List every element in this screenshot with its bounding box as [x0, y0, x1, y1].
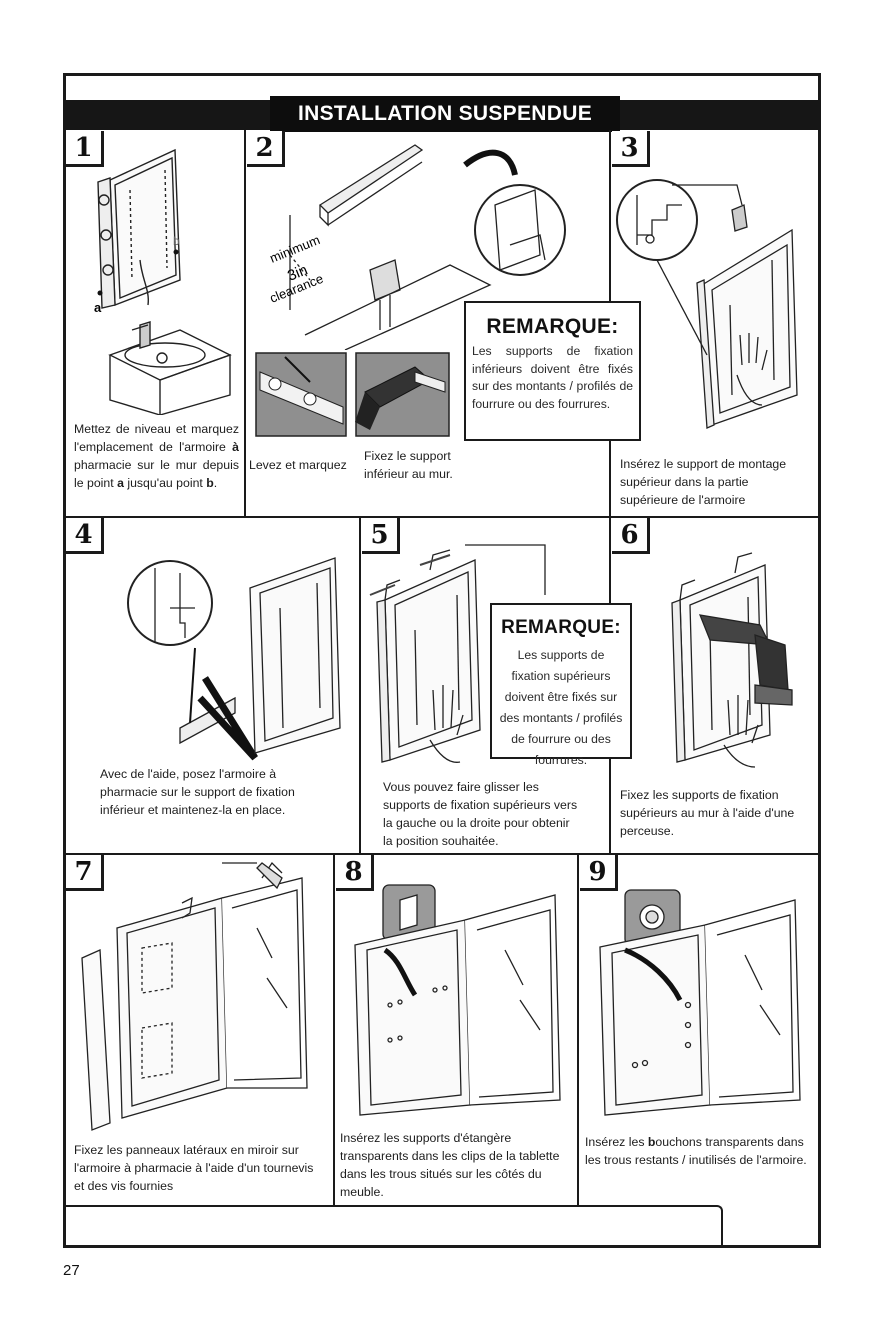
step3-caption: Insérez le support de montage supérieur …: [620, 457, 787, 507]
step-number-8: 8: [336, 855, 374, 891]
step-number-9: 9: [580, 855, 618, 891]
step9-caption-text: Insérez les bouchons transparents dans l…: [585, 1135, 807, 1167]
step5-illustration: [369, 544, 546, 763]
col-divider-r2a: [359, 516, 361, 853]
step-number-6: 6: [612, 518, 650, 554]
step6-caption: Fixez les supports de fixation supérieur…: [620, 788, 795, 838]
step-number-1: 1: [66, 131, 104, 167]
step1-caption: Mettez de niveau et marquez l'emplacemen…: [74, 420, 239, 492]
step5-note-box: REMARQUE: Les supports de fixation supér…: [490, 603, 632, 767]
step2-level-image: [255, 352, 347, 437]
step3-illustration: [616, 179, 798, 429]
step9-illustration: [599, 889, 801, 1116]
step1-label-b: b: [173, 234, 180, 248]
step5-note-title: REMARQUE:: [501, 617, 621, 638]
step6-illustration: [671, 552, 793, 768]
step2-note-text: Les supports de fixation inférieurs doiv…: [472, 344, 633, 411]
step7-illustration: [81, 861, 308, 1131]
step-number-3: 3: [612, 131, 650, 167]
step2-note-box: REMARQUE: Les supports de fixation infér…: [464, 301, 641, 441]
step2-illustration: minimum 3in clearance: [268, 144, 566, 350]
step7-caption: Fixez les panneaux latéraux en miroir su…: [74, 1143, 314, 1193]
page-title: INSTALLATION SUSPENDUE: [270, 96, 620, 132]
step8-illustration: [354, 884, 561, 1116]
step4-illustration: [127, 557, 341, 761]
step4-caption: Avec de l'aide, posez l'armoire à pharma…: [100, 767, 295, 817]
step8-caption: Insérez les supports d'étangère transpar…: [340, 1131, 560, 1199]
step1-caption-text: Mettez de niveau et marquez l'emplacemen…: [74, 422, 239, 490]
step1-label-a: a: [94, 300, 102, 315]
step2-drill-image: [355, 352, 450, 437]
col-divider-r3a: [333, 853, 335, 1206]
step-number-2: 2: [247, 131, 285, 167]
step-number-7: 7: [66, 855, 104, 891]
step2-clearance-2: 3in: [285, 261, 310, 284]
step-number-5: 5: [362, 518, 400, 554]
step2-caption-left: Levez et marquez: [249, 458, 347, 472]
row-divider-2: [63, 853, 821, 855]
step5-caption: Vous pouvez faire glisser les supports d…: [383, 780, 578, 848]
step-number-4: 4: [66, 518, 104, 554]
step2-note-title: REMARQUE:: [486, 315, 619, 338]
bottom-tab: [63, 1205, 723, 1248]
row-divider-1: [63, 516, 821, 518]
page-number: 27: [63, 1262, 80, 1279]
step9-caption: Insérez les bouchons transparents dans l…: [585, 1133, 810, 1169]
step2-caption-right: Fixez le support inférieur au mur.: [364, 449, 453, 481]
step5-note-text: Les supports de fixation supérieurs doiv…: [499, 648, 623, 767]
col-divider-r3b: [577, 853, 579, 1206]
col-divider-r1a: [244, 130, 246, 516]
step1-illustration: a b: [94, 148, 232, 415]
